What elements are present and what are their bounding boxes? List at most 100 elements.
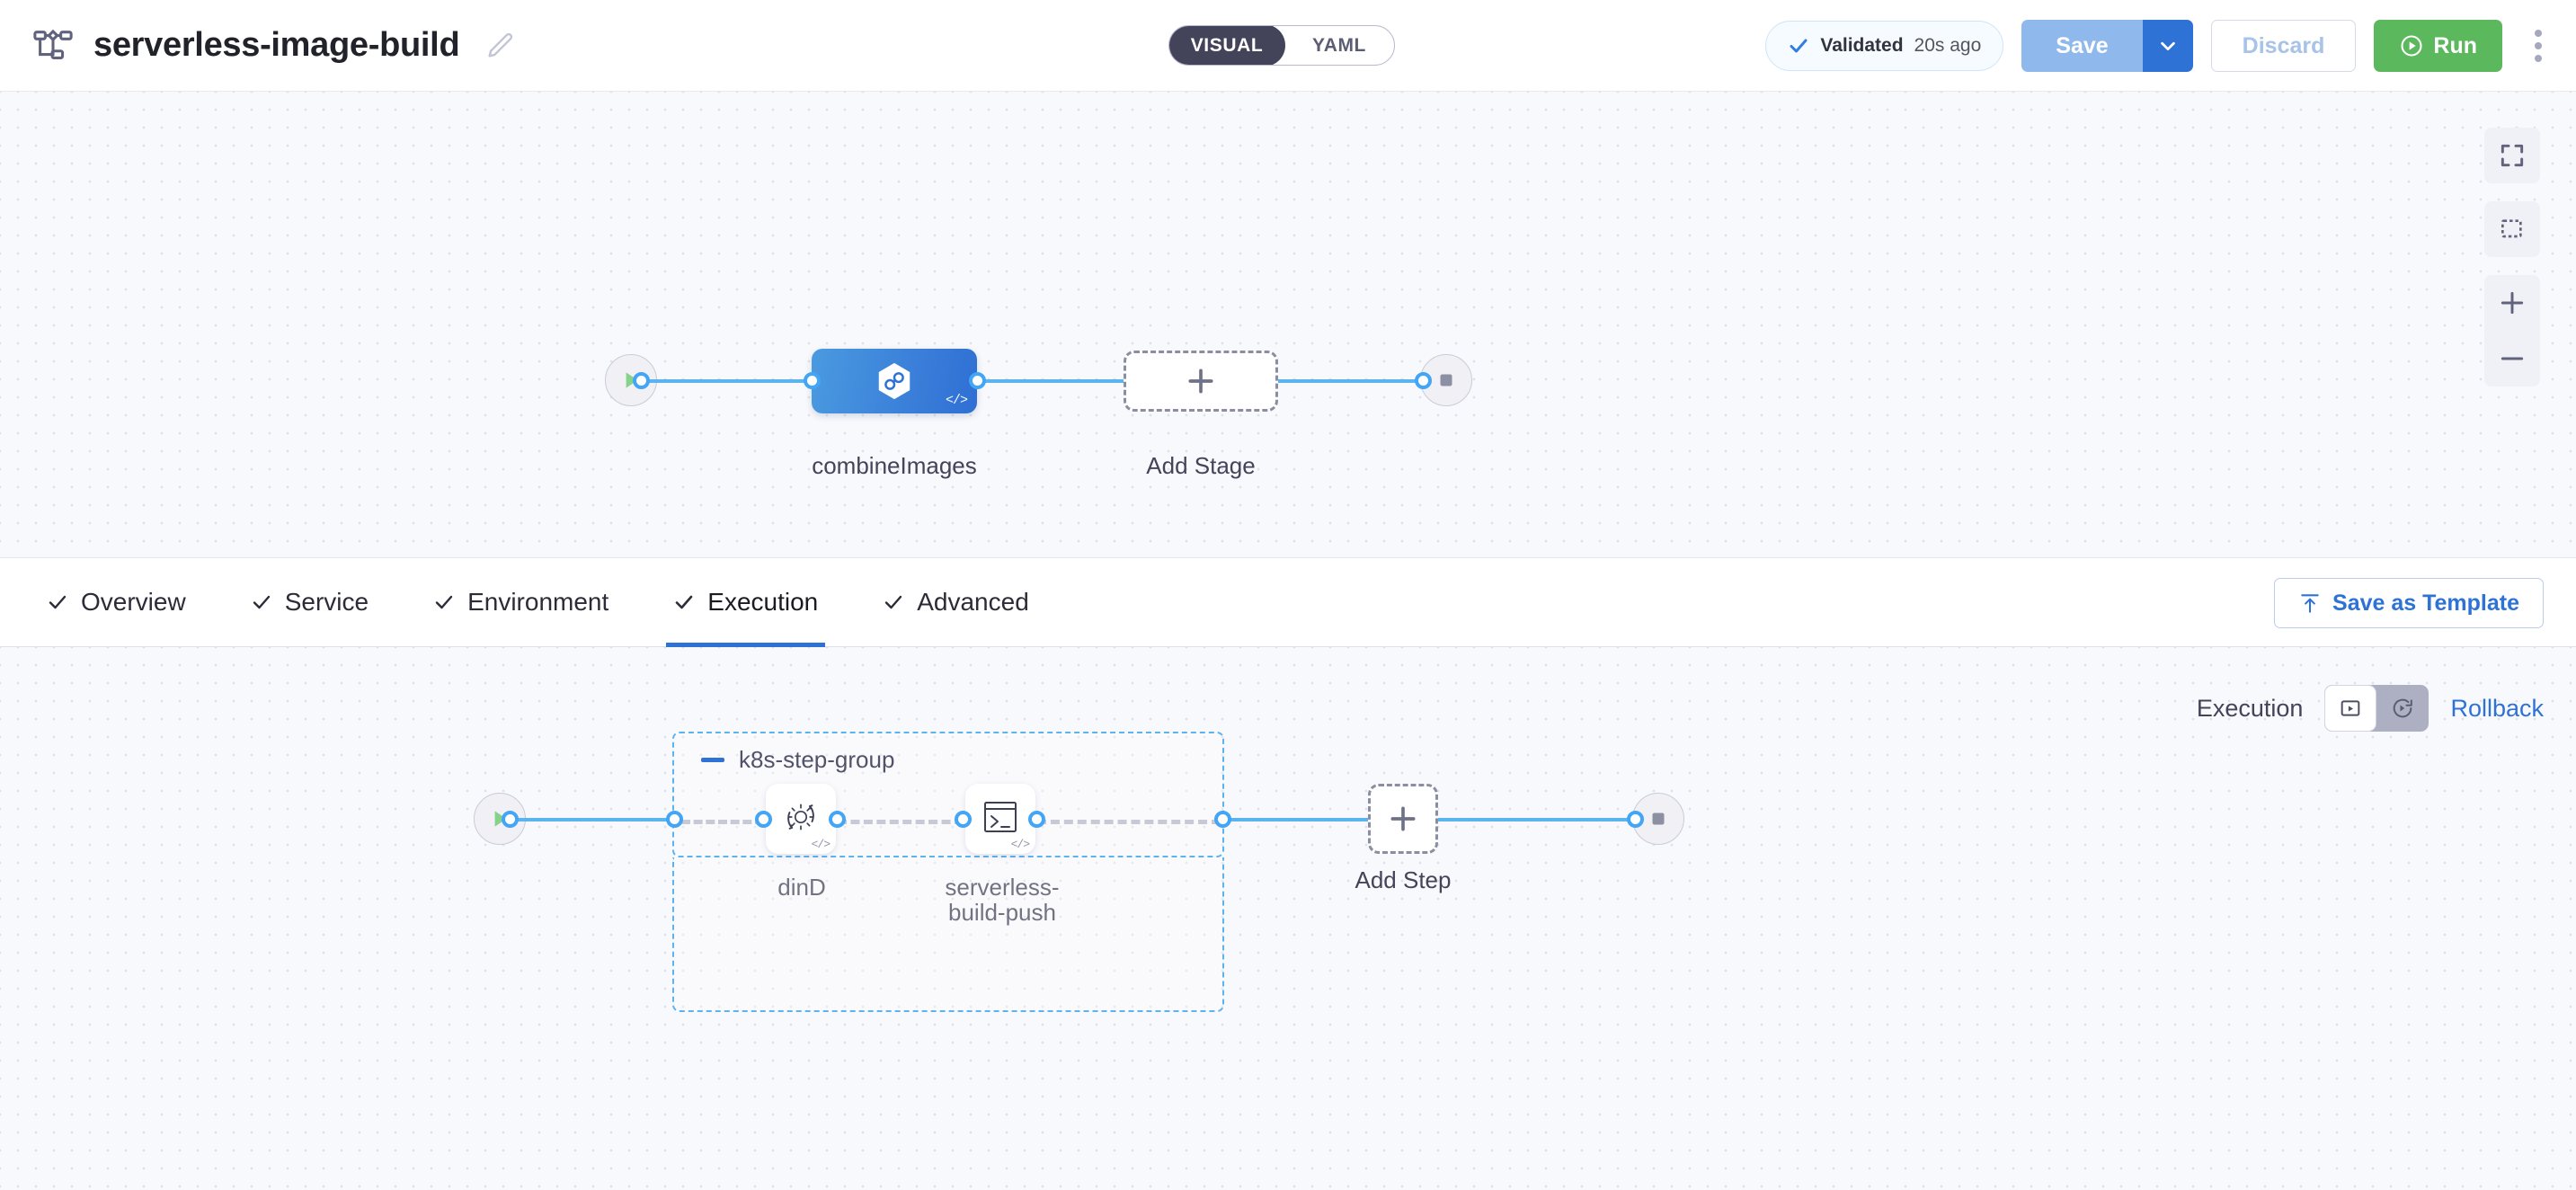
save-button[interactable]: Save <box>2021 20 2143 72</box>
step-label-dinD: dinD <box>777 874 826 901</box>
canvas-controls <box>2484 128 2540 386</box>
harness-hexagon-icon <box>874 360 915 402</box>
kebab-dot <box>2535 30 2542 37</box>
stage-node-combineImages[interactable]: </> <box>812 349 977 413</box>
plus-icon <box>1183 363 1219 399</box>
check-icon <box>47 591 68 613</box>
fit-to-screen-button[interactable] <box>2484 128 2540 183</box>
edge-group-to-add-step <box>1224 818 1369 821</box>
chevron-down-icon <box>2158 36 2178 56</box>
tab-advanced[interactable]: Advanced <box>875 557 1036 647</box>
template-upload-icon <box>2298 591 2322 615</box>
pencil-icon[interactable] <box>479 31 515 61</box>
pipeline-canvas[interactable]: </> combineImages Add Stage <box>0 92 2576 557</box>
step-label-serverless-build-push: serverless-build-push <box>945 874 1060 927</box>
add-step-button[interactable] <box>1368 784 1438 854</box>
edge-group-to-dind <box>681 820 764 824</box>
rollback-link[interactable]: Rollback <box>2450 694 2544 722</box>
status-badge: Validated 20s ago <box>1765 21 2004 71</box>
save-as-template-button[interactable]: Save as Template <box>2274 578 2544 628</box>
step-group-body <box>672 857 1224 1012</box>
plus-icon <box>2498 289 2527 317</box>
code-badge: </> <box>945 393 968 408</box>
start-output-port[interactable] <box>633 372 650 389</box>
stage-label-combineImages: combineImages <box>812 452 977 479</box>
save-dropdown-button[interactable] <box>2142 20 2193 72</box>
tab-label: Environment <box>467 588 609 616</box>
play-circle-icon <box>2399 33 2424 58</box>
end-input-port[interactable] <box>1415 372 1432 389</box>
check-icon <box>883 591 904 613</box>
execution-end-input-port[interactable] <box>1627 811 1644 828</box>
execution-rollback-toggle <box>2324 685 2429 732</box>
execution-mode-button[interactable] <box>2324 685 2377 732</box>
save-button-group: Save <box>2021 20 2193 72</box>
page-title: serverless-image-build <box>93 26 460 64</box>
check-icon <box>1788 35 1809 57</box>
minus-icon <box>2498 344 2527 373</box>
terminal-icon <box>977 794 1024 840</box>
execution-canvas[interactable]: k8s-step-group <box>0 647 2576 1190</box>
group-input-port[interactable] <box>666 811 683 828</box>
add-stage-label: Add Stage <box>1146 452 1256 479</box>
buildpush-output-port[interactable] <box>1028 811 1045 828</box>
dind-output-port[interactable] <box>829 811 846 828</box>
execution-mode-row: Execution Rol <box>2197 685 2544 732</box>
rollback-mode-button[interactable] <box>2376 685 2429 732</box>
zoom-out-button[interactable] <box>2484 331 2540 386</box>
kebab-menu-icon[interactable] <box>2520 20 2556 72</box>
start-output-port[interactable] <box>502 811 519 828</box>
kebab-dot <box>2535 42 2542 49</box>
discard-button[interactable]: Discard <box>2210 20 2357 72</box>
header-left-group: serverless-image-build <box>0 25 515 67</box>
dind-input-port[interactable] <box>755 811 772 828</box>
edge-start-to-stage <box>641 379 812 383</box>
rollback-arrow-icon <box>2390 696 2415 721</box>
pipeline-flow-icon <box>32 25 74 67</box>
tab-service[interactable]: Service <box>244 557 376 647</box>
play-icon <box>488 807 511 830</box>
buildpush-input-port[interactable] <box>955 811 972 828</box>
add-stage-button[interactable] <box>1124 351 1278 412</box>
run-button[interactable]: Run <box>2374 20 2502 72</box>
execution-mode-label: Execution <box>2196 694 2304 722</box>
tab-environment[interactable]: Environment <box>426 557 616 647</box>
validated-label: Validated <box>1820 35 1904 56</box>
play-box-icon <box>2338 696 2363 721</box>
stage-tabs: Overview Service Environment Execution <box>0 557 1036 647</box>
edge-dind-to-buildpush <box>838 820 964 824</box>
visual-yaml-toggle: VISUAL YAML <box>1168 25 1395 66</box>
stage-output-port[interactable] <box>969 372 986 389</box>
run-label: Run <box>2433 32 2477 58</box>
edge-buildpush-to-groupexit <box>1037 820 1221 824</box>
step-group-k8s-step-group[interactable]: k8s-step-group <box>672 732 1224 857</box>
save-as-template-label: Save as Template <box>2332 590 2519 616</box>
selection-box-button[interactable] <box>2484 201 2540 257</box>
stage-input-port[interactable] <box>804 372 821 389</box>
zoom-in-button[interactable] <box>2484 275 2540 331</box>
play-icon <box>619 369 643 392</box>
tab-yaml[interactable]: YAML <box>1312 34 1366 56</box>
tab-label: Overview <box>81 588 186 616</box>
expand-icon <box>2498 141 2527 170</box>
kebab-dot <box>2535 55 2542 62</box>
edge-stage-to-add <box>978 379 1126 383</box>
tab-label: Execution <box>707 588 819 616</box>
tab-label: Advanced <box>917 588 1029 616</box>
tab-execution[interactable]: Execution <box>666 557 826 647</box>
step-node-dinD[interactable]: </> <box>766 784 836 854</box>
tab-visual[interactable]: VISUAL <box>1169 26 1285 65</box>
step-node-serverless-build-push[interactable]: </> <box>965 784 1035 854</box>
code-badge: </> <box>1010 838 1030 851</box>
view-mode-toggle: VISUAL YAML <box>1168 25 1395 66</box>
minus-icon[interactable] <box>701 758 724 762</box>
header-actions: Validated 20s ago Save Discard <box>1765 0 2556 92</box>
tab-overview[interactable]: Overview <box>40 557 193 647</box>
check-icon <box>673 591 695 613</box>
group-output-port[interactable] <box>1214 811 1231 828</box>
step-group-title: k8s-step-group <box>739 746 895 773</box>
marquee-select-icon <box>2498 215 2527 244</box>
edge-add-step-to-end <box>1438 818 1636 821</box>
stage-tabs-bar: Overview Service Environment Execution <box>0 557 2576 647</box>
